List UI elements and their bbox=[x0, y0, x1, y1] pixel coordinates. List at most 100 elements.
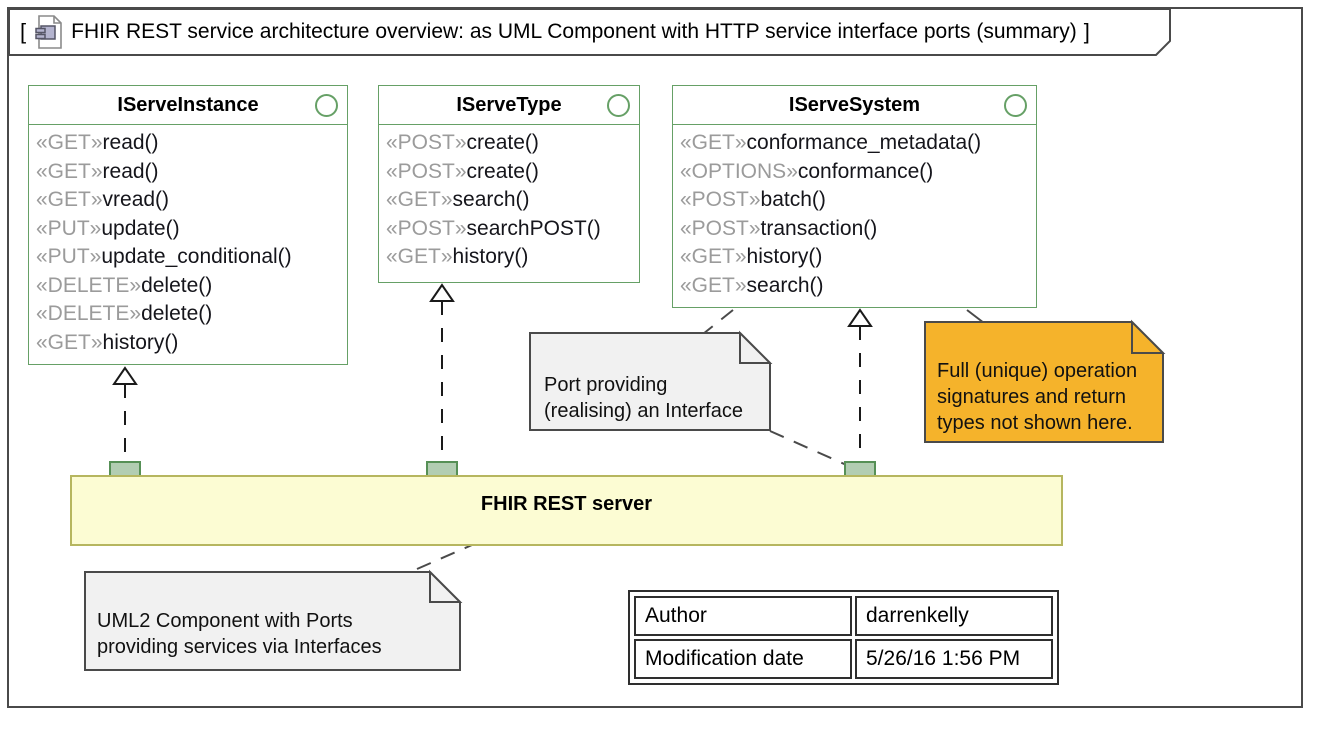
interface-name: IServeInstance bbox=[117, 94, 259, 116]
method-stereotype: «DELETE» bbox=[36, 273, 142, 297]
note-text-port: Port providing (realising) an Interface bbox=[544, 372, 743, 424]
method-name: create() bbox=[466, 131, 539, 154]
method-item: «GET»history() bbox=[36, 329, 347, 358]
note-line: (realising) an Interface bbox=[544, 400, 743, 422]
method-stereotype: «DELETE» bbox=[36, 302, 142, 325]
interface-circle-icon bbox=[607, 94, 630, 117]
method-name: create() bbox=[466, 159, 539, 183]
anchor-componentnote-component bbox=[416, 544, 473, 570]
note-fold-component bbox=[429, 569, 463, 603]
method-name: conformance() bbox=[797, 159, 934, 183]
method-item: «POST»batch() bbox=[680, 186, 1036, 215]
interface-box-iservetype[interactable]: IServeType «POST»create()«POST»create()«… bbox=[378, 85, 640, 283]
method-name: search() bbox=[746, 273, 824, 297]
method-item: «PUT»update_conditional() bbox=[36, 243, 347, 272]
method-name: read() bbox=[102, 159, 159, 183]
method-stereotype: «PUT» bbox=[36, 245, 102, 268]
method-name: transaction() bbox=[760, 216, 878, 240]
method-name: search() bbox=[452, 188, 530, 211]
diagram-title-tab: [ FHIR REST service architecture overvie… bbox=[8, 8, 1170, 55]
method-stereotype: «POST» bbox=[680, 188, 761, 211]
note-text-signature: Full (unique) operation signatures and re… bbox=[937, 358, 1137, 436]
note-fold-signature bbox=[1131, 319, 1166, 354]
note-shape-signature[interactable] bbox=[924, 321, 1164, 443]
interface-circle-icon bbox=[1004, 94, 1027, 117]
interface-header: IServeInstance bbox=[29, 86, 347, 125]
method-item: «OPTIONS»conformance() bbox=[680, 158, 1036, 187]
diagram-title: FHIR REST service architecture overview:… bbox=[71, 19, 1077, 43]
method-name: vread() bbox=[102, 188, 170, 211]
method-stereotype: «PUT» bbox=[36, 216, 102, 240]
method-stereotype: «GET» bbox=[36, 159, 103, 183]
interface-header: IServeSystem bbox=[673, 86, 1036, 125]
realization-arrowhead-iservesystem bbox=[847, 308, 873, 327]
note-line: UML2 Component with Ports bbox=[97, 610, 353, 632]
note-line: Port providing bbox=[544, 374, 668, 396]
title-bracket-right: ] bbox=[1083, 18, 1090, 44]
method-stereotype: «POST» bbox=[680, 216, 761, 240]
method-name: batch() bbox=[760, 188, 826, 211]
table-value-cell: 5/26/16 1:56 PM bbox=[855, 639, 1053, 679]
title-bracket-left: [ bbox=[20, 18, 27, 44]
method-stereotype: «GET» bbox=[36, 330, 103, 354]
method-name: update() bbox=[101, 216, 180, 240]
interface-circle-icon bbox=[315, 94, 338, 117]
interface-method-list: «POST»create()«POST»create()«GET»search(… bbox=[379, 125, 639, 272]
method-item: «GET»history() bbox=[680, 243, 1036, 272]
note-fold-port bbox=[739, 330, 773, 364]
component-document-icon bbox=[35, 14, 62, 49]
method-stereotype: «POST» bbox=[386, 216, 467, 240]
method-stereotype: «GET» bbox=[36, 188, 103, 211]
method-name: delete() bbox=[141, 273, 213, 297]
method-name: conformance_metadata() bbox=[746, 131, 982, 154]
interface-box-iservesystem[interactable]: IServeSystem «GET»conformance_metadata()… bbox=[672, 85, 1037, 308]
interface-box-iserveinstance[interactable]: IServeInstance «GET»read()«GET»read()«GE… bbox=[28, 85, 348, 365]
method-item: «GET»search() bbox=[386, 186, 639, 215]
method-stereotype: «POST» bbox=[386, 159, 467, 183]
method-item: «DELETE»delete() bbox=[36, 300, 347, 329]
method-item: «PUT»update() bbox=[36, 215, 347, 244]
method-name: delete() bbox=[141, 302, 213, 325]
method-item: «POST»transaction() bbox=[680, 215, 1036, 244]
method-item: «GET»conformance_metadata() bbox=[680, 129, 1036, 158]
method-stereotype: «GET» bbox=[680, 245, 747, 268]
method-name: history() bbox=[746, 245, 823, 268]
method-stereotype: «POST» bbox=[386, 131, 467, 154]
method-stereotype: «OPTIONS» bbox=[680, 159, 798, 183]
interface-method-list: «GET»read()«GET»read()«GET»vread()«PUT»u… bbox=[29, 125, 347, 357]
table-value-cell: darrenkelly bbox=[855, 596, 1053, 636]
note-line: types not shown here. bbox=[937, 412, 1133, 434]
method-item: «DELETE»delete() bbox=[36, 272, 347, 301]
method-item: «GET»history() bbox=[386, 243, 639, 272]
note-text-component: UML2 Component with Ports providing servi… bbox=[97, 608, 382, 660]
anchor-portnote-interface bbox=[702, 309, 734, 335]
method-stereotype: «GET» bbox=[680, 131, 747, 154]
realization-arrowhead-iserveinstance bbox=[112, 366, 138, 385]
method-item: «GET»read() bbox=[36, 158, 347, 187]
method-stereotype: «GET» bbox=[680, 273, 747, 297]
method-item: «POST»create() bbox=[386, 129, 639, 158]
anchor-portnote-port bbox=[769, 430, 852, 468]
method-name: history() bbox=[102, 330, 179, 354]
method-stereotype: «GET» bbox=[386, 188, 453, 211]
method-stereotype: «GET» bbox=[36, 131, 103, 154]
note-line: Full (unique) operation bbox=[937, 360, 1138, 382]
interface-name: IServeType bbox=[456, 94, 562, 116]
realization-arrowhead-iservetype bbox=[429, 283, 455, 302]
method-stereotype: «GET» bbox=[386, 245, 453, 268]
note-line: providing services via Interfaces bbox=[97, 636, 382, 658]
method-item: «GET»search() bbox=[680, 272, 1036, 301]
component-fhir-rest-server[interactable]: FHIR REST server bbox=[70, 475, 1063, 546]
note-shape-component[interactable] bbox=[84, 571, 461, 671]
method-name: searchPOST() bbox=[466, 216, 601, 240]
note-line: signatures and return bbox=[937, 386, 1127, 408]
method-name: read() bbox=[102, 131, 159, 154]
method-name: update_conditional() bbox=[101, 245, 292, 268]
note-shape-port[interactable] bbox=[529, 332, 771, 431]
method-item: «GET»vread() bbox=[36, 186, 347, 215]
component-label: FHIR REST server bbox=[480, 493, 653, 515]
